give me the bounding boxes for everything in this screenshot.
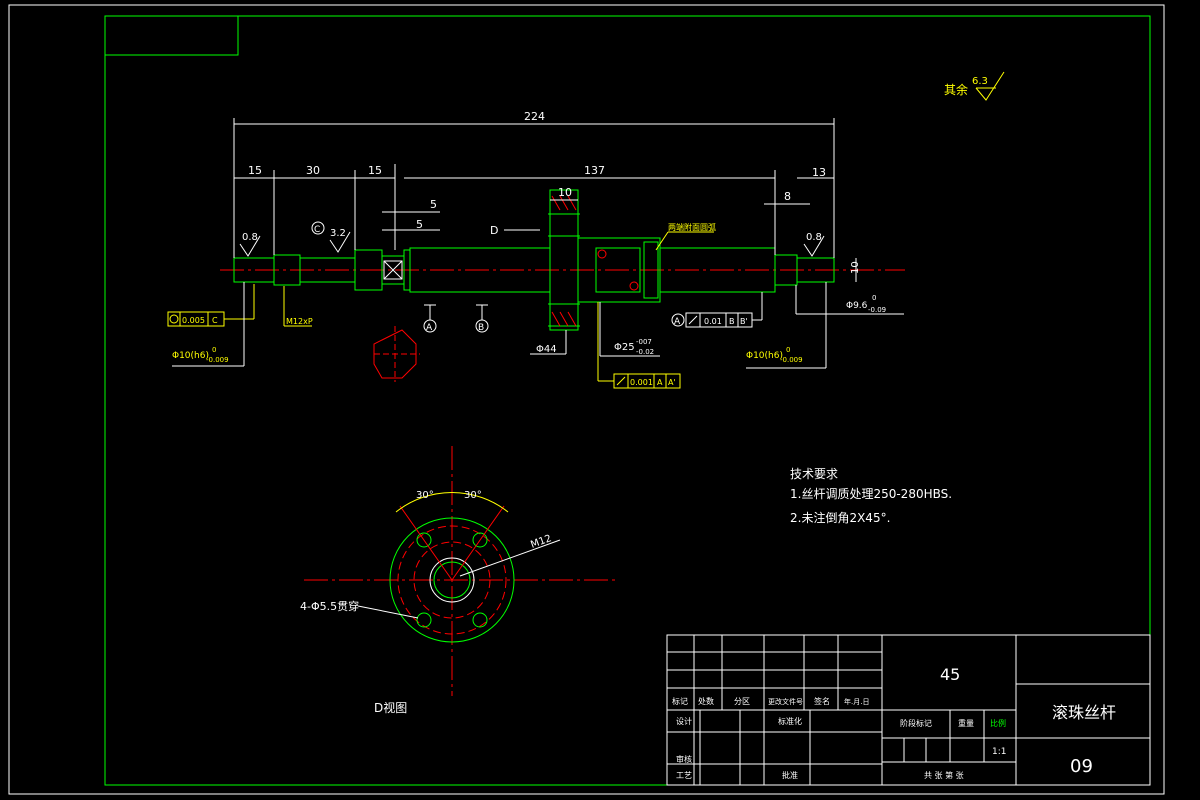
- runout1-ref1: B: [729, 317, 735, 326]
- view-letter: D: [490, 224, 498, 237]
- dim-137: 137: [584, 164, 605, 177]
- process: 工艺: [676, 771, 692, 780]
- ballscrew-note: 两端附面圆弧: [668, 222, 716, 232]
- thread-m12: M12: [529, 533, 553, 551]
- shaft-outline: [233, 189, 835, 331]
- dim-15b: 15: [368, 164, 382, 177]
- dim-13: 13: [812, 166, 826, 179]
- datum-b: B: [478, 323, 484, 333]
- h-mark: 标记: [672, 696, 688, 706]
- dia10-left: Φ10(h6): [172, 351, 209, 361]
- roughness-mid: 3.2: [330, 228, 346, 239]
- roughness-general-value: 6.3: [972, 76, 988, 87]
- dia25-lo: -0.02: [636, 348, 654, 356]
- dia10-right-lo: -0.009: [780, 356, 803, 364]
- tech-line1: 1.丝杆调质处理250-280HBS.: [790, 487, 952, 501]
- dia96: Φ9.6: [846, 301, 868, 311]
- datum-a: A: [426, 323, 433, 333]
- h-doc: 更改文件号: [768, 697, 803, 706]
- runout2-ref2: A': [668, 378, 676, 387]
- runout1-value: 0.01: [704, 317, 722, 326]
- title-block: [666, 634, 1151, 786]
- dia25: Φ25: [614, 342, 635, 353]
- oil-hole-1: [597, 249, 607, 259]
- h-zone: 分区: [734, 697, 750, 706]
- roughness-general: 其余 6.3: [944, 71, 1005, 101]
- sheets: 共 张 第 张: [924, 770, 964, 780]
- h-date: 年.月.日: [844, 697, 869, 706]
- oil-hole-2: [629, 281, 639, 291]
- dim-5b: 5: [416, 218, 423, 231]
- runout1-datum: A: [674, 317, 681, 327]
- dia10-right-up: 0: [786, 346, 790, 354]
- design: 设计: [676, 716, 692, 726]
- holes-note: 4-Φ5.5贯穿: [300, 599, 359, 613]
- part-name: 滚珠丝杆: [1052, 703, 1116, 722]
- corner-box: [104, 15, 239, 56]
- dia10-left-up: 0: [212, 346, 216, 354]
- outer-frame: [8, 4, 1165, 795]
- dim-8: 8: [784, 190, 791, 203]
- scale: 1:1: [992, 747, 1006, 757]
- roughness-left: 0.8: [242, 232, 258, 243]
- dia96-up: 0: [872, 294, 876, 302]
- review: 审核: [676, 754, 692, 764]
- roughness-general-label: 其余: [944, 82, 968, 97]
- dim-30: 30: [306, 164, 320, 177]
- dia10-right: Φ10(h6): [746, 351, 783, 361]
- roughness-general-symbol: [975, 71, 1005, 101]
- material: 45: [940, 665, 960, 684]
- runout-tolerance-2: 0.001 A A': [597, 302, 681, 389]
- dia44: Φ44: [536, 344, 557, 355]
- runout2-ref1: A: [657, 378, 663, 387]
- h-count: 处数: [698, 696, 714, 706]
- roughness-right: 0.8: [806, 232, 822, 243]
- inner-frame: [104, 15, 1151, 786]
- dia25-up: -007: [636, 338, 652, 346]
- datum-c: C: [314, 225, 320, 235]
- runout-tolerance-1: 0.01 B B' A: [671, 292, 763, 328]
- stage: 阶段标记: [900, 718, 932, 728]
- dim-5a: 5: [430, 198, 437, 211]
- angle-1: 30°: [416, 490, 434, 501]
- runout2-value: 0.001: [630, 378, 653, 387]
- view-caption: D视图: [374, 700, 407, 715]
- thread-note: M12xP: [286, 317, 313, 326]
- flange-teeth: [551, 195, 577, 327]
- dimension-lines: [233, 118, 857, 282]
- datum-c-circle: [311, 221, 325, 235]
- cyl-tol-value: 0.005: [182, 316, 205, 325]
- dim-overall: 224: [524, 110, 545, 123]
- angle-2: 30°: [464, 490, 482, 501]
- scale-label: 比例: [990, 718, 1006, 728]
- flange-view: 30° 30° M12 4-Φ5.5贯穿 D视图: [300, 446, 618, 715]
- dim-10h: 10: [850, 261, 861, 274]
- flat-square: [383, 260, 403, 280]
- standard: 标准化: [778, 716, 802, 726]
- cyl-tolerance: 0.005 C: [167, 284, 255, 327]
- approve: 批准: [782, 770, 798, 780]
- h-sign: 签名: [814, 696, 830, 706]
- drawing-no: 09: [1070, 756, 1093, 777]
- tech-title: 技术要求: [790, 467, 838, 481]
- dim-10w: 10: [558, 186, 572, 199]
- runout1-ref2: B': [740, 317, 748, 326]
- tech-line2: 2.未注倒角2X45°.: [790, 510, 890, 525]
- weight: 重量: [958, 718, 974, 728]
- dim-15a: 15: [248, 164, 262, 177]
- tech-requirements: 技术要求 1.丝杆调质处理250-280HBS. 2.未注倒角2X45°.: [790, 467, 952, 525]
- dia10-left-lo: -0.009: [206, 356, 229, 364]
- cyl-tol-ref: C: [212, 316, 218, 325]
- flat-section: [373, 329, 417, 379]
- dia96-lo: -0.09: [868, 306, 886, 314]
